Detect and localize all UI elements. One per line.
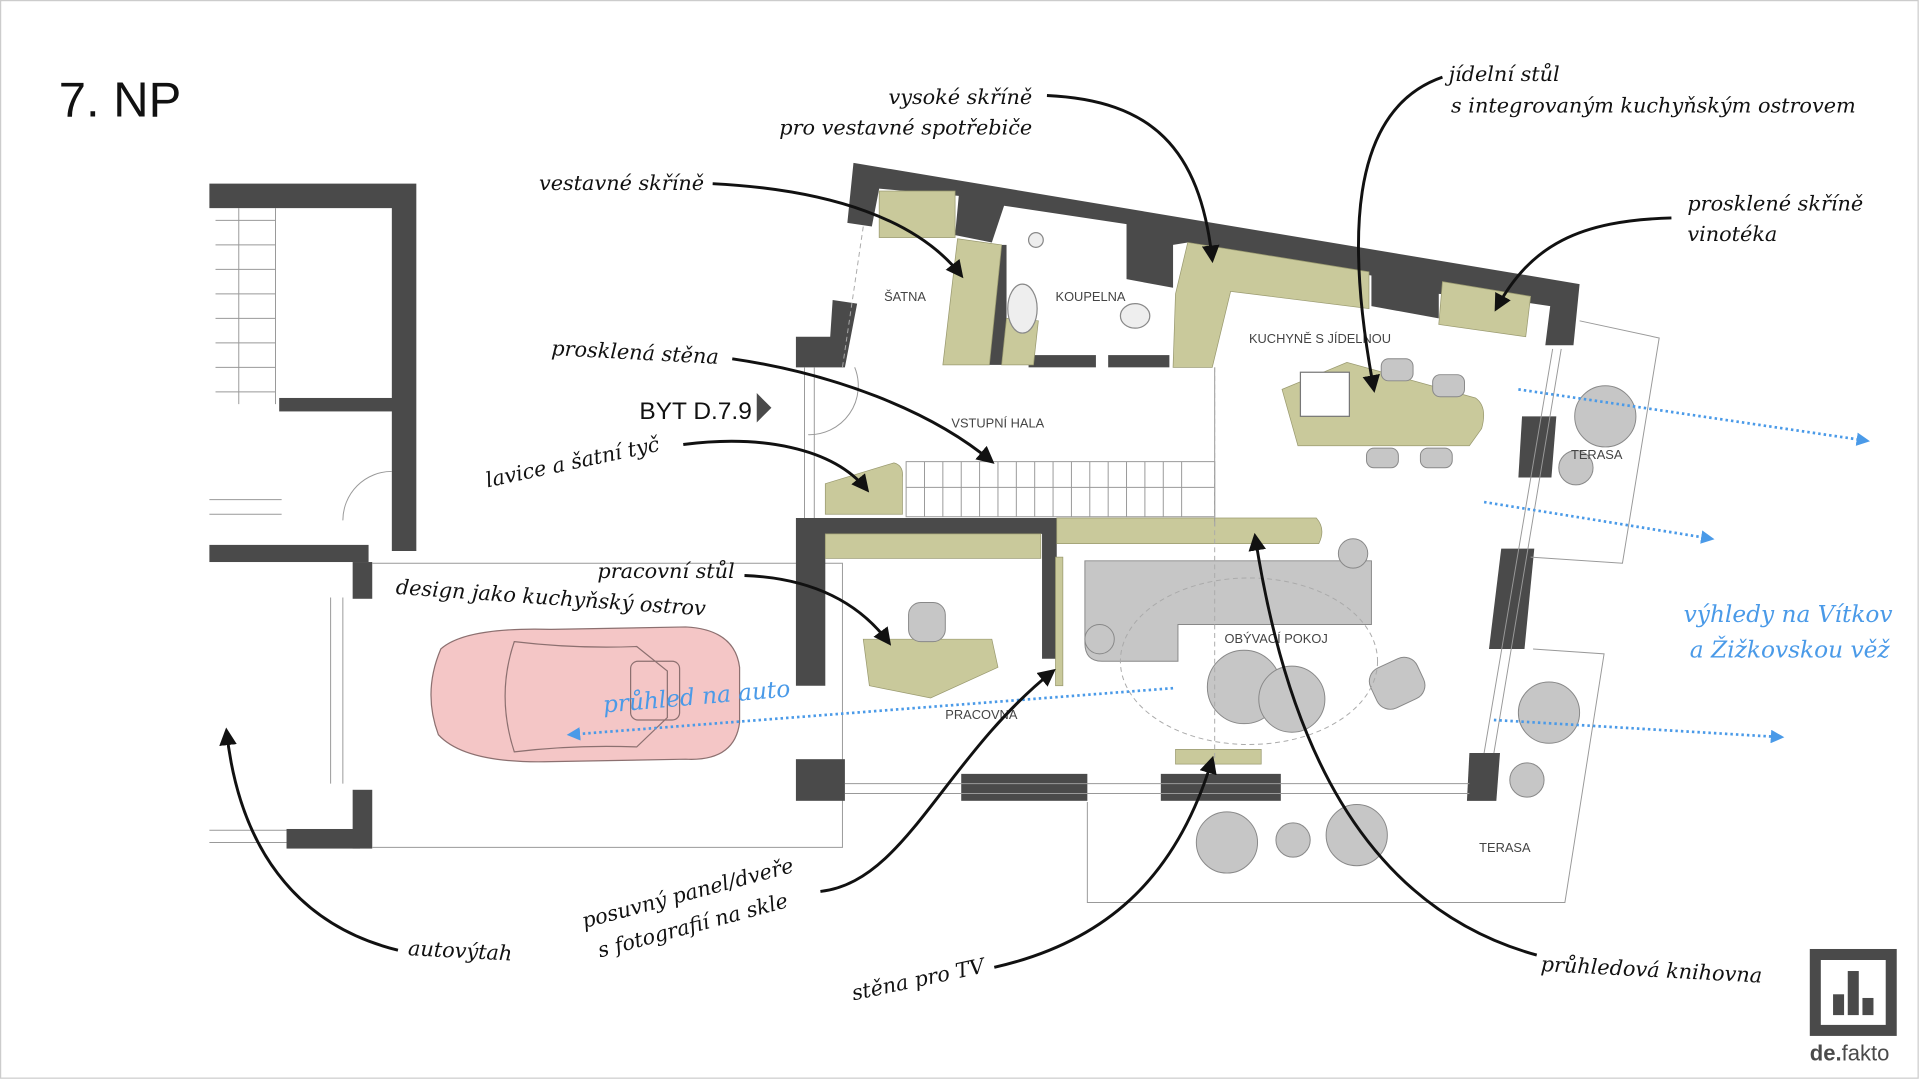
- svg-text:de.fakto: de.fakto: [1810, 1040, 1890, 1065]
- note-jidelni-2: s integrovaným kuchyňským ostrovem: [1451, 94, 1856, 118]
- leader-lines: [219, 75, 1672, 969]
- note-vestavne: vestavné skříně: [539, 171, 704, 195]
- facade-lines: [804, 226, 1660, 903]
- apartment-label: BYT D.7.9: [639, 398, 751, 425]
- room-label-satna: ŠATNA: [884, 289, 926, 304]
- defakto-logo: de.fakto: [1809, 948, 1897, 1065]
- room-labels: ŠATNA KOUPELNA KUCHYNĚ S JÍDELNOU VSTUPN…: [884, 289, 1623, 855]
- note-vysoke-2: pro vestavné spotřebiče: [779, 116, 1032, 140]
- room-label-pracovna: PRACOVNA: [945, 707, 1018, 722]
- stair-core: [209, 183, 843, 849]
- car: [430, 626, 741, 763]
- entrance-arrow-icon: [756, 393, 772, 423]
- walls: [795, 162, 1580, 801]
- room-label-kuchyne: KUCHYNĚ S JÍDELNOU: [1249, 331, 1391, 346]
- note-autovytah: autovýtah: [407, 936, 512, 965]
- bathroom-fixtures: [1007, 232, 1151, 334]
- note-prosklene-2: vinotéka: [1687, 222, 1777, 246]
- room-label-koupelna: KOUPELNA: [1056, 289, 1126, 304]
- note-prosklena-stena: prosklená stěna: [551, 336, 720, 369]
- view-arrows: [566, 388, 1871, 744]
- note-jidelni-1: jídelní stůl: [1445, 62, 1560, 86]
- note-pracovni-1: pracovní stůl: [597, 559, 734, 583]
- room-label-terasa-2: TERASA: [1479, 840, 1531, 855]
- note-prosklene-1: prosklené skříně: [1687, 192, 1863, 216]
- furniture: [908, 358, 1637, 874]
- note-lavice: lavice a šatní tyč: [483, 432, 661, 492]
- note-vyhledy-1: výhledy na Vítkov: [1684, 601, 1893, 628]
- floor-title: 7. NP: [59, 73, 181, 127]
- note-vyhledy-2: a Žižkovskou věž: [1690, 635, 1891, 664]
- room-label-hala: VSTUPNÍ HALA: [951, 415, 1044, 430]
- note-knihovna: průhledová knihovna: [1540, 952, 1763, 988]
- room-label-terasa-1: TERASA: [1571, 447, 1623, 462]
- note-vysoke-1: vysoké skříně: [888, 85, 1032, 109]
- note-stena-tv: stěna pro TV: [850, 953, 989, 1005]
